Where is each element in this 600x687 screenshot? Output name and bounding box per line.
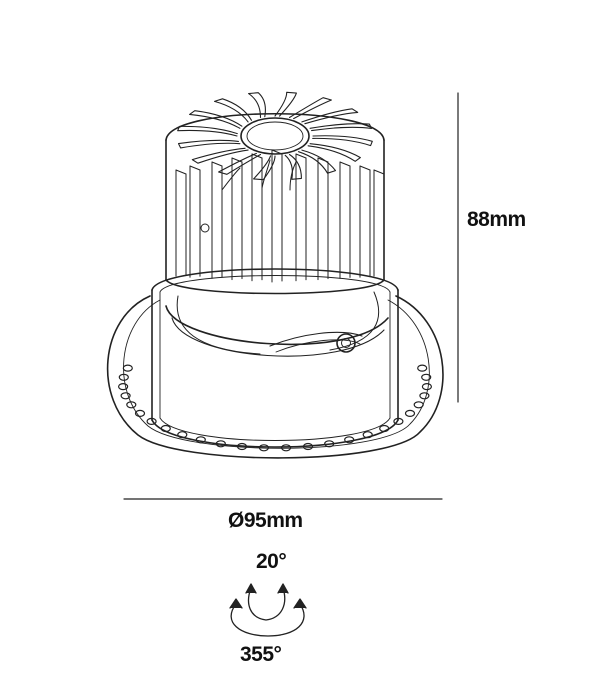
radial-fin bbox=[253, 155, 276, 181]
vertical-fin bbox=[317, 157, 329, 281]
radial-fin bbox=[189, 110, 243, 129]
screw-hole bbox=[417, 364, 428, 372]
height-dimension-label: 88mm bbox=[467, 208, 526, 231]
fin-cap bbox=[189, 165, 201, 171]
vertical-fins bbox=[175, 149, 385, 283]
fin-cap bbox=[317, 157, 329, 163]
vertical-fin bbox=[251, 153, 263, 282]
vertical-fin bbox=[373, 169, 385, 277]
vertical-fin bbox=[231, 157, 243, 281]
screw-hole bbox=[134, 409, 146, 417]
fin-cap bbox=[373, 169, 385, 175]
vertical-fin bbox=[175, 169, 187, 277]
heat-sink bbox=[165, 91, 385, 295]
radial-fin bbox=[301, 108, 359, 125]
radial-fin bbox=[213, 98, 253, 123]
radial-fin bbox=[309, 123, 373, 132]
screw-holes bbox=[117, 364, 432, 452]
gimbal-ring bbox=[165, 291, 389, 357]
fin-cap bbox=[175, 169, 187, 175]
radial-fin bbox=[307, 143, 361, 162]
radial-fin bbox=[288, 97, 332, 120]
tilt-arrow-icon bbox=[245, 583, 289, 621]
radial-fin bbox=[284, 153, 302, 180]
radial-fin bbox=[312, 135, 373, 147]
screw-hole bbox=[419, 392, 430, 400]
rotation-arrow-icon bbox=[229, 598, 307, 637]
screw-hole bbox=[126, 401, 137, 409]
fin-cap bbox=[359, 165, 371, 171]
fin-cap bbox=[231, 157, 243, 163]
screw-hole bbox=[258, 444, 269, 452]
radial-fin bbox=[191, 147, 249, 164]
vertical-fin bbox=[271, 149, 283, 283]
radial-fin bbox=[177, 125, 238, 137]
fin-cap bbox=[211, 161, 223, 167]
screw-hole bbox=[281, 444, 292, 452]
vertical-fin bbox=[295, 153, 307, 282]
vertical-fin bbox=[359, 165, 371, 278]
trim-cylinder bbox=[151, 268, 399, 448]
screw-hole bbox=[413, 401, 424, 409]
screw-hole bbox=[122, 364, 133, 372]
vertical-fin bbox=[339, 161, 351, 279]
radial-fin bbox=[177, 139, 241, 149]
radial-fin bbox=[297, 149, 337, 174]
screw-hole bbox=[404, 409, 416, 417]
radial-fins bbox=[177, 91, 373, 181]
rotation-angle-label: 355° bbox=[240, 643, 282, 666]
fin-cap bbox=[251, 153, 263, 159]
trim-flange bbox=[106, 295, 444, 459]
screw-hole bbox=[120, 392, 131, 400]
screw-hole bbox=[421, 383, 432, 391]
radial-fin bbox=[248, 92, 266, 119]
vertical-fin bbox=[189, 165, 201, 278]
fin-cap bbox=[295, 153, 307, 159]
screw-hole bbox=[118, 373, 129, 381]
tilt-angle-label: 20° bbox=[256, 550, 287, 573]
radial-fin bbox=[274, 91, 297, 117]
screw-hole bbox=[421, 373, 432, 381]
fin-cap bbox=[339, 161, 351, 167]
radial-fin bbox=[218, 152, 262, 175]
vertical-fin bbox=[211, 161, 223, 279]
diameter-dimension-label: Ø95mm bbox=[228, 509, 303, 532]
screw-hole bbox=[117, 383, 129, 391]
